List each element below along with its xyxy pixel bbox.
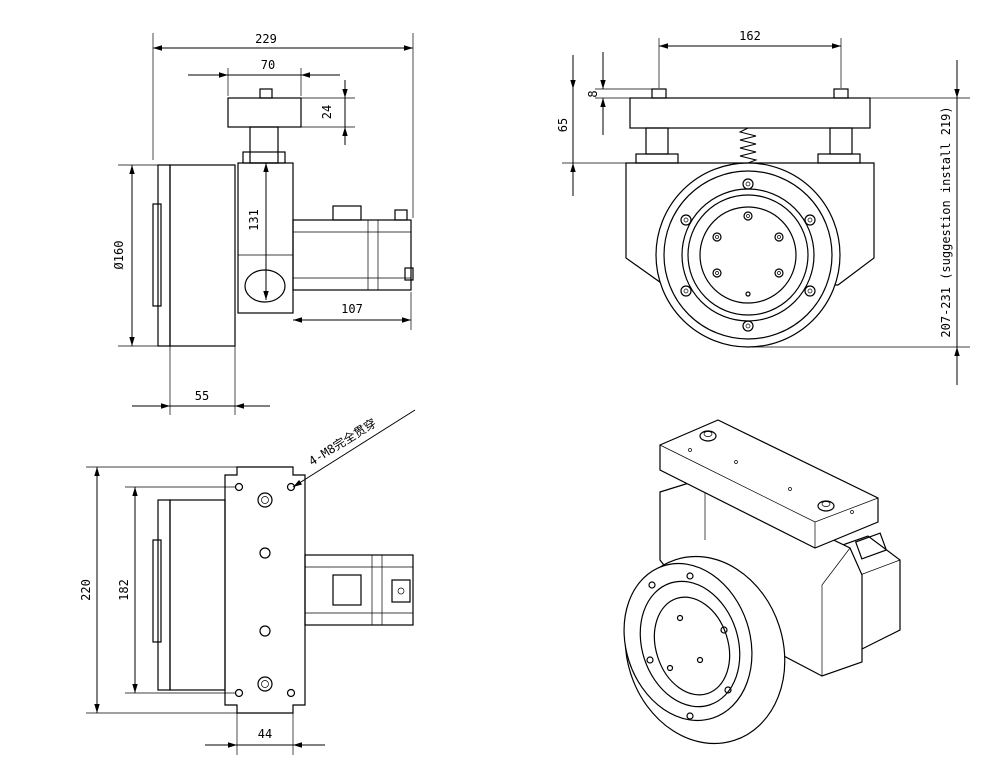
dim-229: 229	[255, 32, 277, 46]
spring	[738, 127, 758, 164]
dim-131: 131	[247, 209, 261, 231]
dim-install-height: 207-231 (suggestion install 219)	[939, 106, 953, 337]
plan-motor	[304, 554, 414, 626]
isometric-view	[623, 419, 901, 745]
dim-182: 182	[117, 579, 131, 601]
dim-162: 162	[739, 29, 761, 43]
motor	[292, 219, 412, 291]
dim-65: 65	[556, 118, 570, 132]
dim-220: 220	[79, 579, 93, 601]
dim-24: 24	[320, 105, 334, 119]
iso-plate-holes	[688, 430, 854, 514]
top-plate	[227, 97, 302, 128]
dim-70: 70	[261, 58, 275, 72]
wheel-body	[169, 164, 236, 347]
side-top-plate	[629, 97, 871, 129]
dim-55: 55	[195, 389, 209, 403]
outer-bolts	[680, 178, 816, 332]
plan-view: 220 182 44 4-M8完全贯穿	[79, 409, 416, 755]
dim-8: 8	[586, 90, 600, 97]
wheel-outer	[655, 162, 841, 348]
dim-44: 44	[258, 727, 272, 741]
m8-holes	[234, 482, 296, 698]
dim-d160: Ø160	[112, 241, 126, 270]
plate-bosses	[257, 492, 273, 692]
dim-107: 107	[341, 302, 363, 316]
inner-bolts	[712, 211, 784, 297]
iso-top-plate	[659, 419, 879, 549]
side-view: 162 8 65 207-231 (suggestion install 219…	[556, 29, 970, 385]
hole-note: 4-M8完全贯穿	[306, 415, 379, 468]
plan-plate	[224, 466, 306, 714]
side-housing	[625, 162, 875, 286]
front-view: 229 70 24 Ø160 131 107 55	[112, 32, 414, 415]
iso-wheel-bolts	[646, 572, 732, 720]
